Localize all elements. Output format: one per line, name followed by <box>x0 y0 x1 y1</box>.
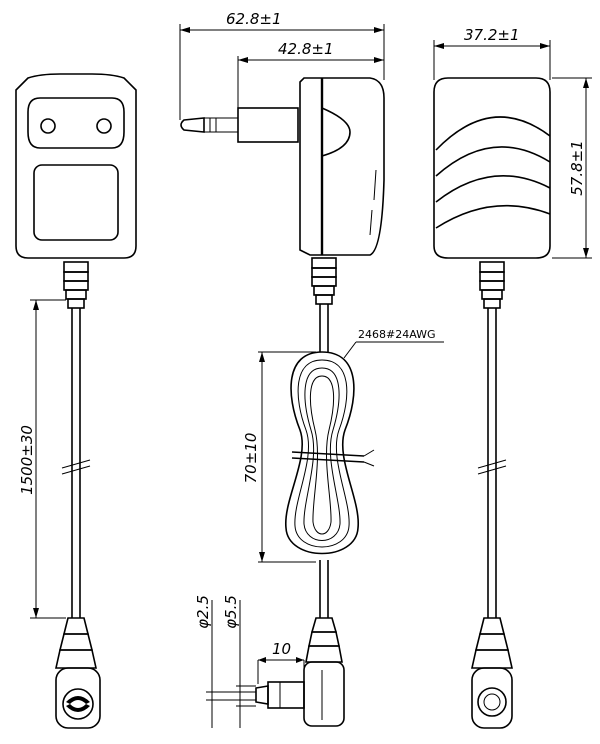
front-label-area <box>33 164 119 241</box>
body-height-label: 57.8±1 <box>568 140 586 196</box>
side-strain-relief <box>311 257 337 305</box>
side-body-outline <box>299 77 385 256</box>
twist-tie <box>291 451 365 457</box>
cable-length-label: 1500±30 <box>18 425 36 495</box>
top-view: 37.2±1 57.8±1 <box>433 26 592 729</box>
dc-barrel <box>267 681 305 709</box>
top-connector-boot <box>471 617 513 729</box>
coil-length-label: 70±10 <box>242 433 260 484</box>
side-body-curve <box>321 107 351 157</box>
body-length-label: 42.8±1 <box>278 40 334 58</box>
front-view: 1500±30 <box>15 73 137 729</box>
front-pin-left <box>40 118 56 134</box>
outer-diameter-label: φ5.5 <box>222 595 240 629</box>
coiled-cable <box>285 351 375 555</box>
front-body-outline <box>15 73 137 259</box>
side-pin-tip <box>180 117 205 133</box>
cable-spec-label: 2468#24AWG <box>358 328 436 341</box>
side-connector-boot <box>255 617 345 727</box>
front-plug-plate <box>27 97 125 149</box>
side-view: 10 φ2.5 φ5.5 62.8±1 42.8±1 70±10 246 <box>179 10 444 728</box>
inner-diameter-label: φ2.5 <box>194 595 212 629</box>
front-pin-right <box>96 118 112 134</box>
top-strain-relief <box>479 261 505 309</box>
overall-length-label: 62.8±1 <box>226 10 282 28</box>
side-pin-base <box>237 107 299 143</box>
body-width-label: 37.2±1 <box>464 26 520 44</box>
top-body-outline <box>433 77 551 259</box>
side-pin-shaft <box>203 117 239 133</box>
cable-spec-leader <box>343 341 357 359</box>
front-connector-boot <box>55 617 101 729</box>
barrel-length-label: 10 <box>272 640 291 658</box>
front-strain-relief <box>63 261 89 309</box>
